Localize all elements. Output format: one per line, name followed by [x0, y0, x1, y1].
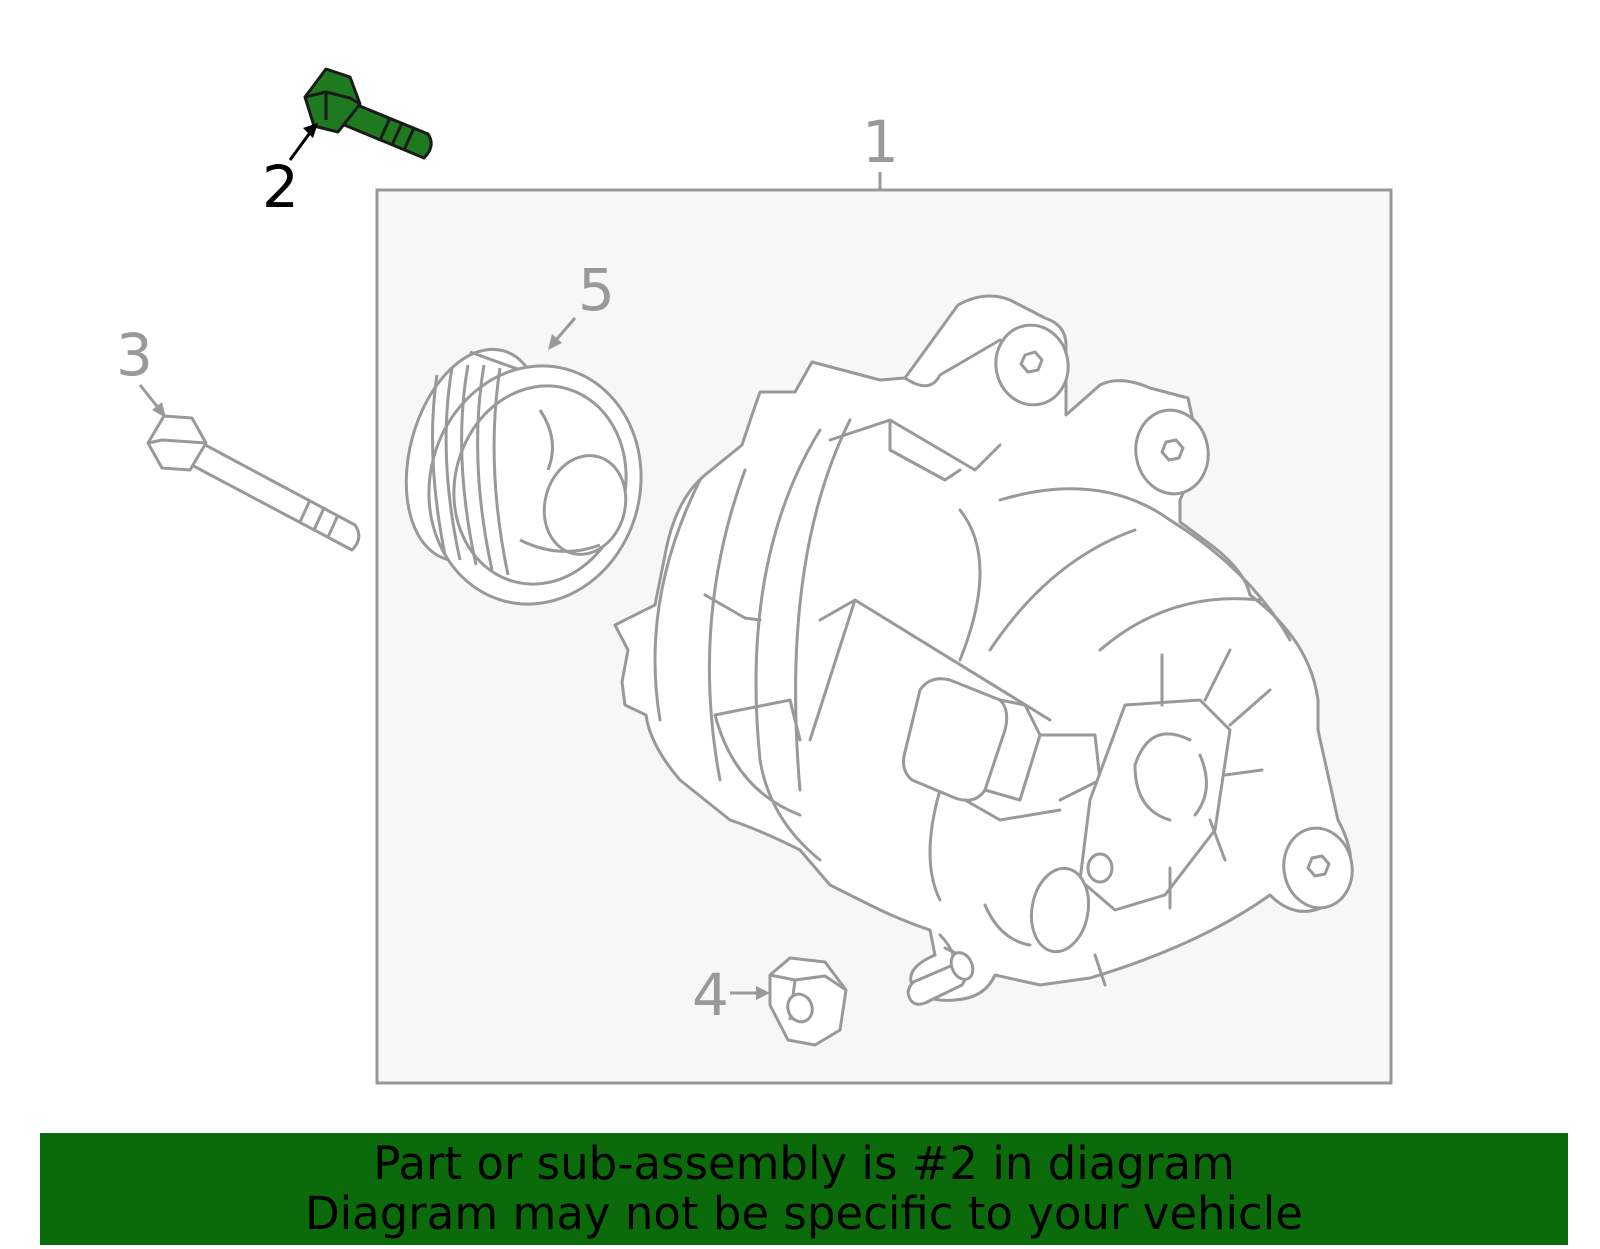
long-bolt	[146, 414, 361, 552]
nut	[768, 956, 848, 1047]
callout-4-arrowhead	[756, 986, 770, 1000]
pulley	[404, 347, 643, 606]
banner-line-2: Diagram may not be specific to your vehi…	[305, 1187, 1303, 1240]
callout-2-leader	[288, 129, 314, 161]
callout-5-leader	[554, 317, 577, 341]
info-banner: Part or sub-assembly is #2 in diagram Di…	[40, 1133, 1568, 1245]
alternator-body	[613, 294, 1354, 1006]
callout-3-leader	[138, 384, 162, 411]
mounting-bolt-highlighted[interactable]	[303, 67, 433, 160]
callout-5: 5	[578, 256, 615, 324]
callout-4: 4	[692, 961, 729, 1029]
banner-line-1: Part or sub-assembly is #2 in diagram	[373, 1137, 1235, 1190]
callout-1: 1	[862, 108, 899, 176]
callout-5-arrowhead	[548, 334, 562, 350]
callout-2: 2	[262, 153, 299, 221]
callout-2-arrowhead	[303, 123, 318, 138]
callout-3-arrowhead	[152, 402, 166, 418]
callout-3: 3	[116, 321, 153, 389]
